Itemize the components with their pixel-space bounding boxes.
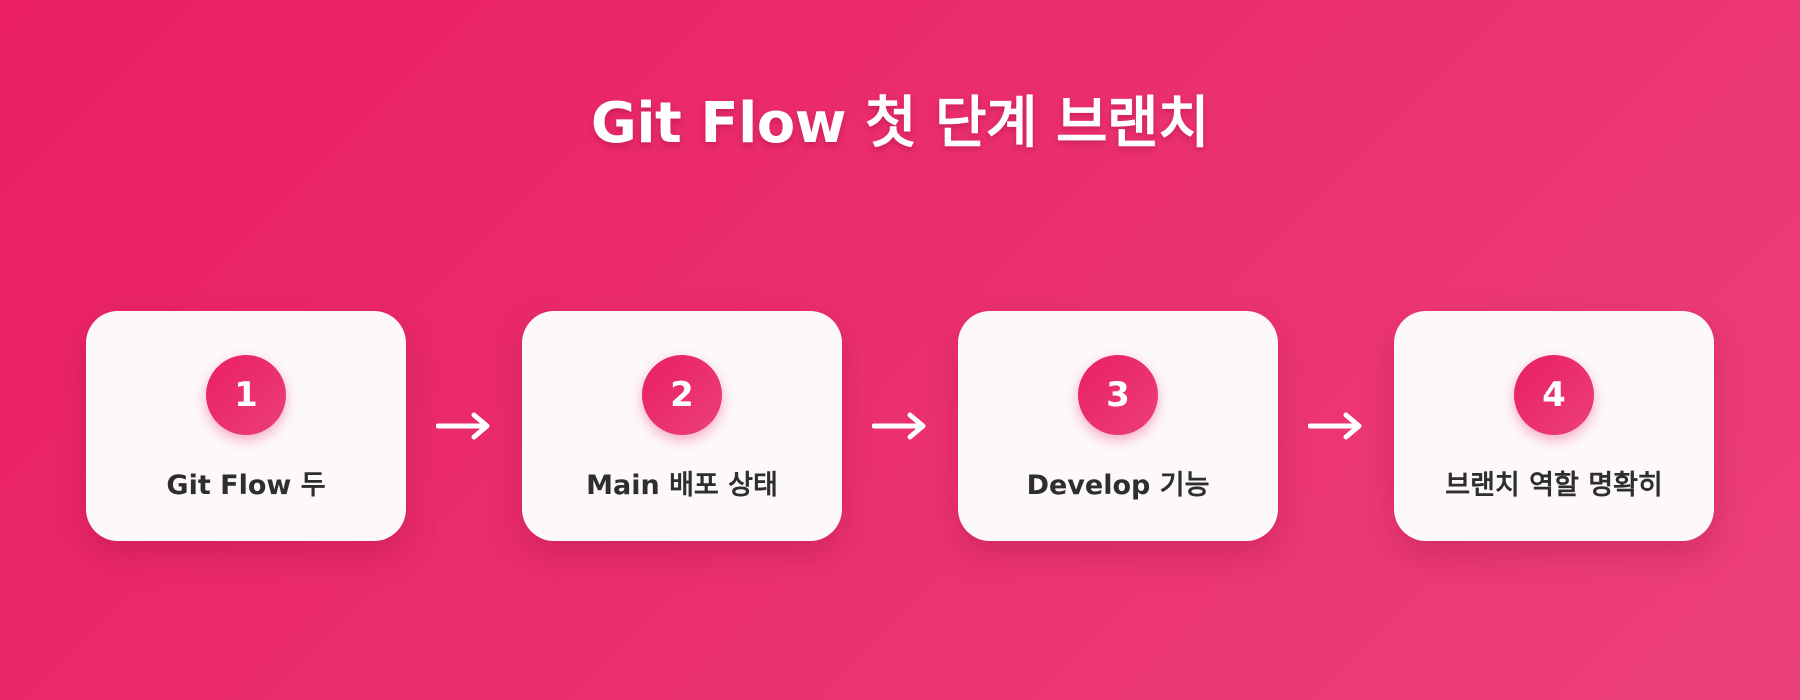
right-arrow-icon (842, 311, 958, 541)
step-number-badge: 1 (206, 355, 286, 435)
step-label: 브랜치 역할 명확히 (1445, 470, 1663, 501)
right-arrow-icon (1278, 311, 1394, 541)
step-card-3: 3 Develop 기능 (958, 311, 1278, 541)
step-card-2: 2 Main 배포 상태 (522, 311, 842, 541)
step-number-badge: 4 (1514, 355, 1594, 435)
step-label: Main 배포 상태 (586, 470, 778, 501)
step-card-1: 1 Git Flow 두 (86, 311, 406, 541)
flow-diagram: 1 Git Flow 두 2 Main 배포 상태 3 Develop 기능 4… (86, 311, 1714, 541)
step-card-4: 4 브랜치 역할 명확히 (1394, 311, 1714, 541)
step-number-badge: 3 (1078, 355, 1158, 435)
right-arrow-icon (406, 311, 522, 541)
step-label: Develop 기능 (1026, 470, 1210, 501)
step-number-badge: 2 (642, 355, 722, 435)
step-label: Git Flow 두 (166, 470, 326, 501)
page-title: Git Flow 첫 단계 브랜치 (590, 91, 1210, 156)
